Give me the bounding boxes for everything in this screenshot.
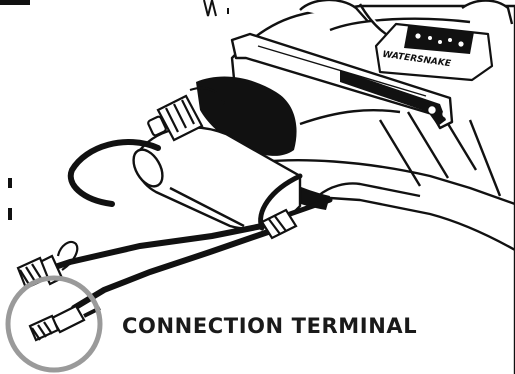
- connection-terminal: [28, 304, 101, 342]
- mount-bracket: [203, 0, 229, 17]
- edge-fragments: [0, 0, 30, 220]
- control-panel: WATERSNAKE: [374, 22, 494, 82]
- connection-terminal-label: CONNECTION TERMINAL: [122, 314, 418, 338]
- tiller-handle: [230, 32, 454, 130]
- highlight-circle: [5, 275, 103, 373]
- cable-junction: [260, 208, 298, 240]
- power-plug: [147, 86, 226, 142]
- motor-cables: [43, 139, 333, 311]
